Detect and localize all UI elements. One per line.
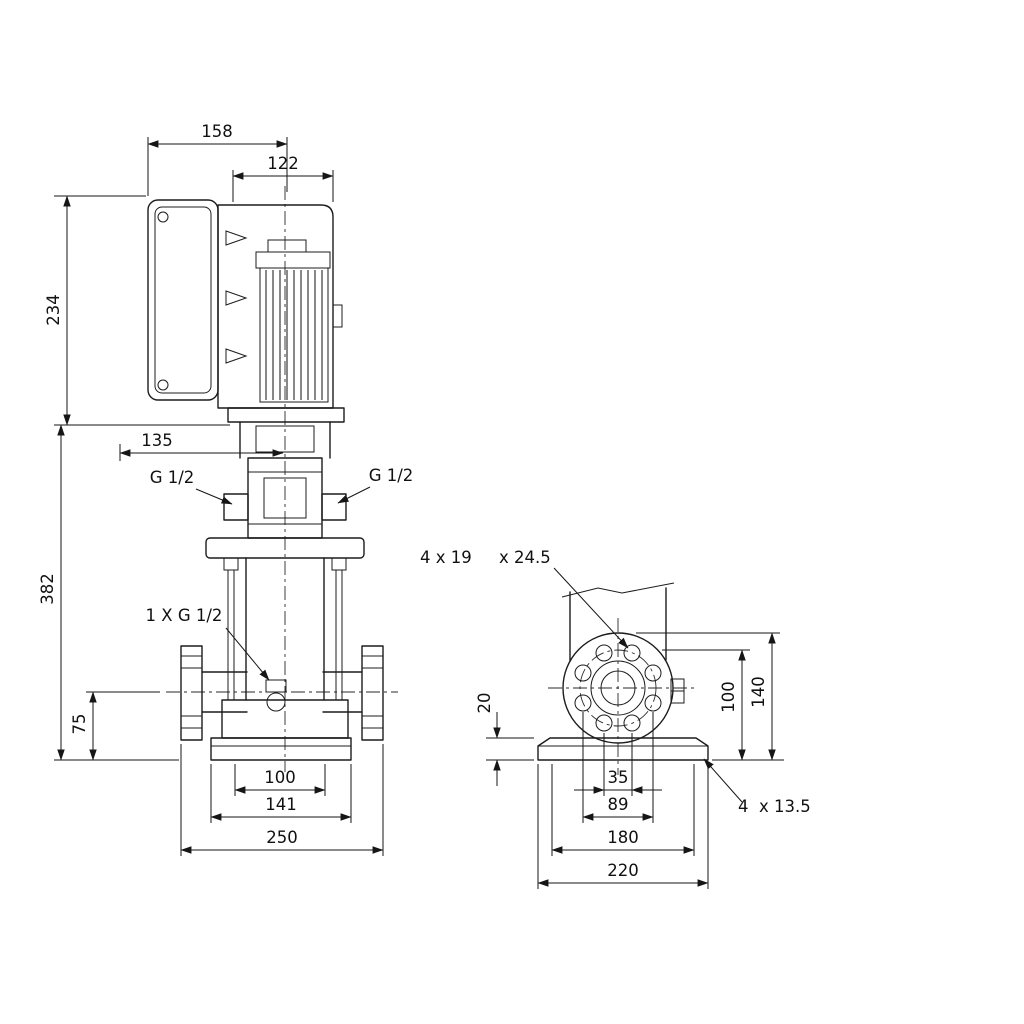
gauge-port-boss-left xyxy=(223,493,249,521)
drain-plug xyxy=(266,692,286,712)
base-holes-label: 4 x 13.5 xyxy=(738,797,811,816)
bolt-holes xyxy=(574,644,662,732)
coupling-window xyxy=(255,425,315,453)
side-view: 158 122 234 382 75 135 G 1/2 xyxy=(38,122,413,856)
flange-left xyxy=(180,645,203,741)
terminal-box xyxy=(147,199,219,401)
flange-holes-label: 4 x 19 xyxy=(420,548,472,567)
centerlines-side xyxy=(166,186,398,772)
motor-body xyxy=(217,204,334,409)
motor-flange xyxy=(227,407,345,423)
bore xyxy=(600,670,636,706)
break-line xyxy=(561,582,675,598)
gauge-port-label-left: G 1/2 xyxy=(150,468,195,487)
gauge-port-boss-right xyxy=(321,493,347,521)
flange-outer xyxy=(562,632,674,744)
leader-gauge-left xyxy=(195,488,233,505)
staybolt-nut-right xyxy=(331,557,347,571)
dim-top-width: 158 xyxy=(201,122,233,141)
port-pipes xyxy=(201,671,363,713)
dim-foot-hole-pitch: 180 xyxy=(607,828,639,847)
dim-hole-pitch-narrow: 35 xyxy=(608,768,629,787)
bolt-circle xyxy=(579,649,657,727)
flange-right xyxy=(361,645,384,741)
staybolts xyxy=(227,570,343,700)
dim-port-height: 75 xyxy=(70,714,89,735)
end-view: 4 x 19 x 24.5 20 100 140 35 xyxy=(420,548,811,889)
port-flanges xyxy=(180,645,384,741)
column xyxy=(561,582,675,662)
flange-holes-cb-label: x 24.5 xyxy=(499,548,551,567)
dim-flange-top-height: 140 xyxy=(749,676,768,708)
pump-head xyxy=(205,407,365,559)
leader-gauge-right xyxy=(337,486,371,504)
drain-port-label: 1 X G 1/2 xyxy=(146,606,223,625)
base-side xyxy=(210,737,352,761)
motor xyxy=(147,199,343,409)
dimensions-side: 158 122 234 382 75 135 G 1/2 xyxy=(38,122,413,856)
terminal-box-screw-bottom xyxy=(157,379,169,391)
cable-gland-marks xyxy=(225,230,248,364)
pump-body xyxy=(210,557,352,761)
base-end xyxy=(537,737,709,761)
dim-base-length: 141 xyxy=(265,795,297,814)
leader-drain xyxy=(225,627,270,681)
dim-port-distance: 250 xyxy=(266,828,298,847)
dim-base-height: 20 xyxy=(475,693,494,714)
gauge-port-label-right: G 1/2 xyxy=(369,466,414,485)
dim-hole-pitch-wide: 89 xyxy=(608,795,629,814)
port-flange-face xyxy=(562,632,685,744)
dim-bolt-top-height: 100 xyxy=(719,681,738,713)
drain-boss xyxy=(265,679,287,693)
dim-motor-width: 122 xyxy=(267,154,299,173)
leader-flange-holes xyxy=(553,567,629,649)
leader-base-holes xyxy=(703,758,743,803)
sleeve xyxy=(245,557,325,701)
dim-head-width: 135 xyxy=(141,431,173,450)
motor-fins xyxy=(259,267,329,403)
staybolt-nut-left xyxy=(223,557,239,571)
dim-pump-height: 382 xyxy=(38,573,57,605)
dim-base-hole-spacing: 100 xyxy=(264,768,296,787)
centerlines-end xyxy=(548,618,694,775)
dim-base-width: 220 xyxy=(607,861,639,880)
dimensions-end: 4 x 19 x 24.5 20 100 140 35 xyxy=(420,548,811,889)
dim-motor-height: 234 xyxy=(44,294,63,326)
head-flange xyxy=(205,537,365,559)
terminal-box-screw-top xyxy=(157,211,169,223)
base-plate xyxy=(537,737,709,761)
